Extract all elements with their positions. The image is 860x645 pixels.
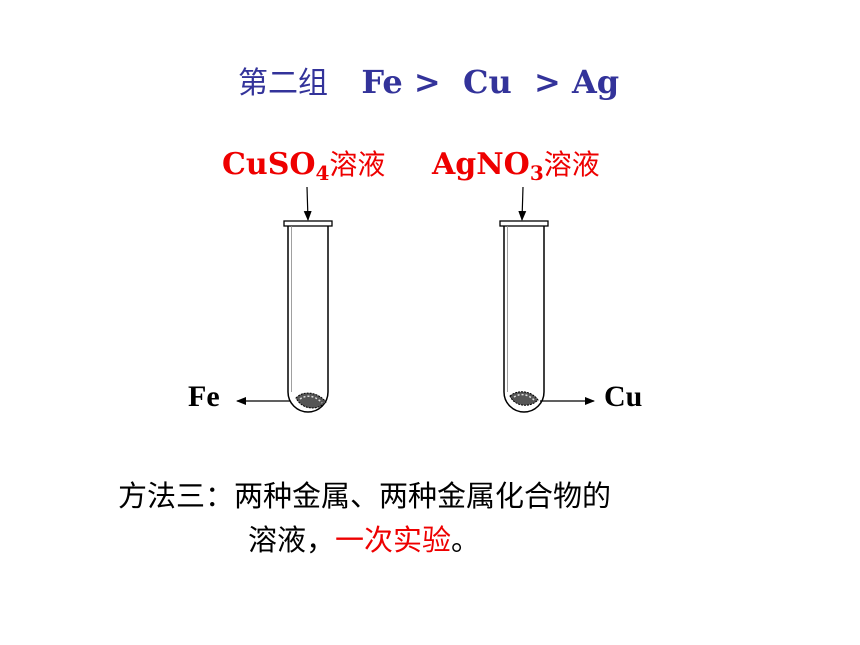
right-solution-arrow	[518, 186, 527, 221]
right-solution-formula: AgNO	[432, 147, 530, 182]
left-test-tube	[283, 220, 333, 413]
method-description: 方法三：两种金属、两种金属化合物的 溶液，一次实验。	[118, 474, 611, 562]
right-metal-label: Cu	[604, 380, 643, 413]
activity-order: Fe > Cu > Ag	[361, 63, 620, 101]
method-line-2-start: 溶液，	[248, 523, 336, 557]
method-line-2: 溶液，一次实验。	[118, 518, 611, 562]
left-solution-arrow	[303, 186, 312, 221]
method-highlight: 一次实验	[335, 523, 452, 557]
right-solution-subscript: 3	[529, 161, 544, 185]
right-solution-suffix: 溶液	[543, 148, 600, 181]
right-solution-label: AgNO3溶液	[432, 143, 600, 183]
left-metal-pieces	[295, 392, 327, 409]
left-solution-subscript: 4	[315, 161, 330, 185]
group-label: 第二组	[238, 66, 328, 101]
group-title: 第二组 Fe > Cu > Ag	[238, 58, 619, 102]
left-metal-label: Fe	[188, 380, 220, 413]
left-solution-suffix: 溶液	[329, 148, 386, 181]
left-solution-label: CuSO4溶液	[222, 143, 385, 183]
right-test-tube	[499, 220, 549, 413]
method-line-2-end: 。	[451, 523, 481, 557]
left-solution-formula: CuSO	[222, 147, 316, 182]
method-line-1: 方法三：两种金属、两种金属化合物的	[118, 479, 612, 513]
right-metal-pieces	[509, 391, 539, 406]
